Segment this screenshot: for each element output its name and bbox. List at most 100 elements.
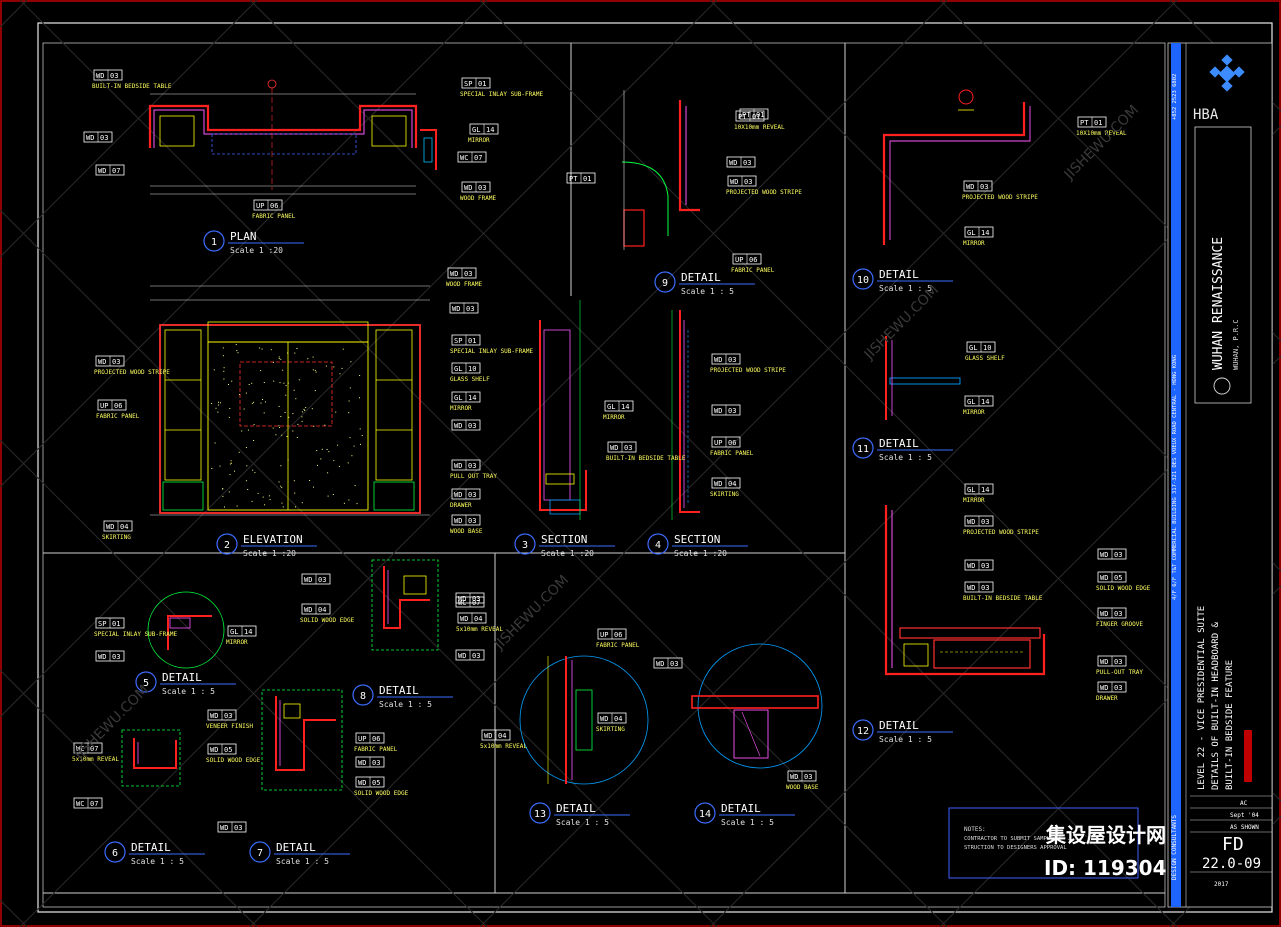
firm-phone: +852 2523 6802 (1172, 74, 1178, 120)
detail-scale: Scale 1 : 5 (879, 453, 932, 462)
tag-number: 06 (614, 631, 622, 639)
detail-scale: Scale 1 : 5 (162, 687, 215, 696)
tag-number: 06 (372, 735, 380, 743)
tag-label: GLASS SHELF (450, 376, 490, 383)
tag-code: WD (358, 759, 366, 767)
revision-number: 2017 (1214, 881, 1229, 888)
tag-code: UP (100, 402, 108, 410)
tag-number: 14 (486, 126, 494, 134)
tag-label: FABRIC PANEL (731, 267, 775, 274)
tag-code: GL (967, 398, 975, 406)
tag-number: 03 (981, 518, 989, 526)
tag-number: 10 (468, 365, 476, 373)
tag-number: 06 (749, 256, 757, 264)
tag-code: WD (714, 480, 722, 488)
tag-code: WD (98, 653, 106, 661)
tag-label: 10X10mm REVEAL (1076, 130, 1127, 137)
sheet-scale: AS SHOWN (1230, 824, 1259, 831)
tag-code: GL (454, 394, 462, 402)
tag-label: SOLID WOOD EDGE (300, 617, 355, 624)
sheet-title-line-3: BUILT-IN BEDSIDE FEATURE (1225, 660, 1235, 790)
tag-label: SKIRTING (596, 726, 625, 733)
tag-code: WD (967, 562, 975, 570)
detail-scale: Scale 1 : 5 (379, 700, 432, 709)
tag-number: 14 (981, 486, 989, 494)
tag-code: WD (729, 159, 737, 167)
tag-label: GLASS SHELF (965, 355, 1005, 362)
tag-label: BUILT-IN BEDSIDE TABLE (963, 595, 1043, 602)
tag-number: 05 (1114, 574, 1122, 582)
tag-code: SP (454, 337, 462, 345)
detail-number: 4 (655, 540, 661, 551)
tag-label: FABRIC PANEL (252, 213, 296, 220)
tag-code: WD (1100, 551, 1108, 559)
detail-number-circle (647, 533, 669, 555)
tag-code: GL (454, 365, 462, 373)
tag-code: WD (210, 712, 218, 720)
detail-number-circle (654, 271, 676, 293)
tag-number: 03 (472, 595, 480, 603)
detail-name: DETAIL (379, 684, 419, 697)
tag-code: GL (969, 344, 977, 352)
tag-label: 5x10mm REVEAL (480, 743, 527, 750)
detail-scale: Scale 1 :20 (230, 246, 283, 255)
tag-number: 14 (244, 628, 252, 636)
notes-heading: NOTES: (964, 826, 986, 833)
tag-number: 03 (112, 358, 120, 366)
detail-number: 1 (211, 237, 217, 248)
tag-label: SPECIAL INLAY SUB-FRAME (94, 631, 177, 638)
tag-number: 10 (983, 344, 991, 352)
tag-number: 03 (466, 305, 474, 313)
tag-number: 14 (621, 403, 629, 411)
tag-number: 01 (468, 337, 476, 345)
tag-code: WD (450, 270, 458, 278)
tag-number: 01 (1094, 119, 1102, 127)
tag-number: 03 (478, 184, 486, 192)
tag-label: MIRROR (963, 240, 985, 247)
tag-code: WD (106, 523, 114, 531)
tag-number: 03 (472, 652, 480, 660)
tag-number: 06 (270, 202, 278, 210)
tag-code: WD (714, 407, 722, 415)
detail-scale: Scale 1 :20 (243, 549, 296, 558)
detail-number-circle (514, 533, 536, 555)
tag-label: SPECIAL INLAY SUB-FRAME (450, 348, 533, 355)
tag-label: PROJECTED WOOD STRIPE (962, 194, 1038, 201)
tag-code: WD (304, 606, 312, 614)
elevation-drawing (150, 285, 430, 516)
detail-name: SECTION (541, 533, 587, 546)
tag-code: WD (86, 134, 94, 142)
tag-label: FABRIC PANEL (710, 450, 754, 457)
detail-number-circle (852, 268, 874, 290)
detail-number: 5 (143, 678, 149, 689)
tag-code: UP (256, 202, 264, 210)
watermark-cn: 集设屋设计网 (1045, 823, 1166, 847)
tag-label: PULL OUT TRAY (450, 473, 497, 480)
tag-number: 01 (756, 111, 764, 119)
